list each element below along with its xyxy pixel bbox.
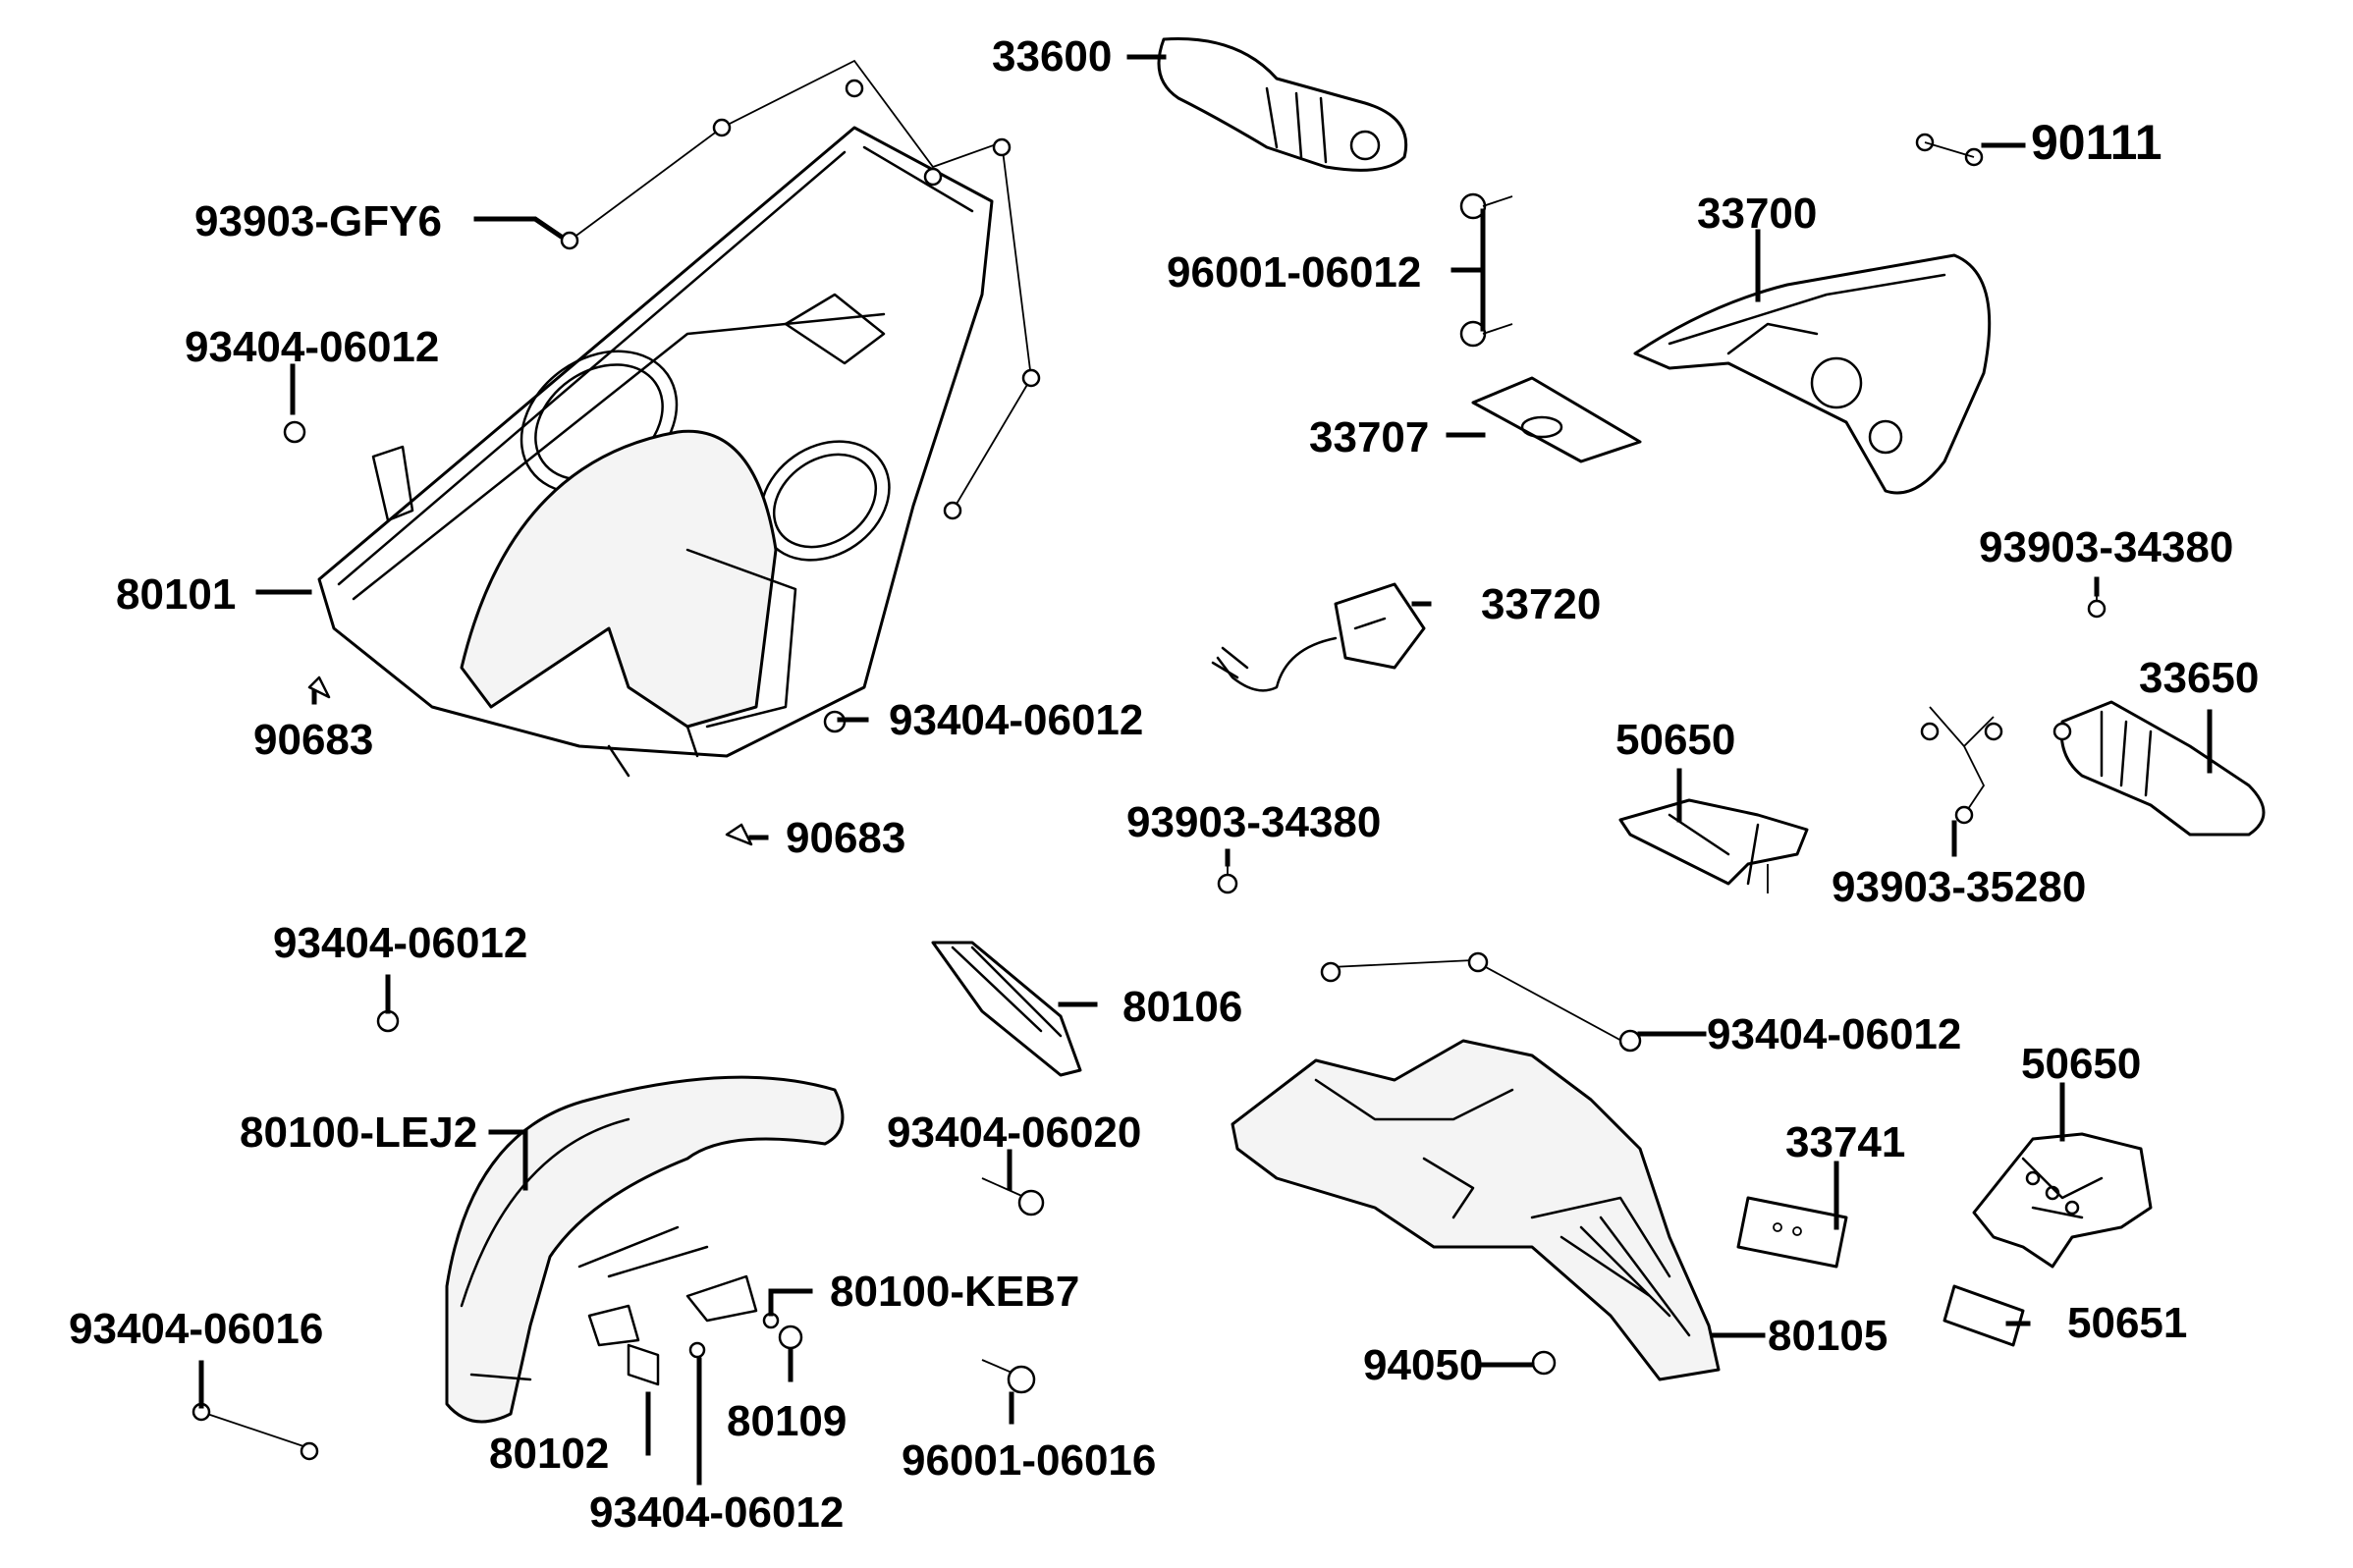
screws-93903-35280 [1920, 706, 2003, 825]
label-33741: 33741 [1785, 1118, 1905, 1166]
label-96001-06012: 96001-06012 [1167, 248, 1421, 297]
bolts-96001-06012 [1459, 192, 1513, 348]
label-33707: 33707 [1309, 413, 1429, 461]
nuts-93404-06012-right [1320, 951, 1642, 1053]
label-80105: 80105 [1768, 1312, 1888, 1360]
tail-light-33700 [1633, 253, 1992, 495]
label-80102: 80102 [489, 1430, 609, 1478]
screw-93903-34380-center [1217, 864, 1238, 894]
gasket-33707 [1471, 376, 1642, 463]
bracket-50650-lower [1972, 1132, 2153, 1269]
clip-90683-center [725, 823, 753, 846]
label-50650-a: 50650 [1615, 716, 1735, 764]
license-light-33720 [1211, 582, 1426, 692]
bolt-93404-06020 [981, 1177, 1045, 1217]
label-80100-keb7: 80100-KEB7 [830, 1268, 1079, 1316]
label-33700: 33700 [1697, 189, 1817, 238]
leader-lines [198, 54, 2213, 1486]
screws-90111 [1915, 133, 1984, 167]
label-33600: 33600 [992, 32, 1112, 81]
label-93404-06016: 93404-06016 [69, 1305, 323, 1353]
nut-93404-06012-left-mid [376, 1009, 400, 1033]
label-50651: 50651 [2067, 1299, 2187, 1347]
label-93404-06020: 93404-06020 [887, 1108, 1141, 1157]
screws-93404-06016 [192, 1402, 319, 1461]
screw-set-93903-gfy6 [560, 59, 1041, 520]
clip-90683-left [307, 676, 331, 699]
nut-94050 [1531, 1350, 1557, 1376]
label-90683-a: 90683 [253, 716, 373, 764]
screw-93404-06012-lower [688, 1341, 706, 1359]
rear-fender-80105 [1231, 1039, 1721, 1381]
plate-50651 [1943, 1284, 2025, 1347]
label-93404-06012-d: 93404-06012 [1707, 1010, 1961, 1058]
label-93903-34380-b: 93903-34380 [1126, 798, 1381, 846]
bracket-50650-upper [1618, 798, 1809, 893]
nut-93404-06012-left [283, 420, 306, 444]
label-93404-06012-c: 93404-06012 [273, 919, 527, 967]
turn-signal-33600 [1157, 37, 1408, 172]
label-93404-06012-e: 93404-06012 [589, 1488, 844, 1537]
part-labels: 33600 90111 93903-GFY6 33700 96001-06012… [69, 32, 2259, 1537]
washer-80109 [778, 1325, 803, 1350]
clip-80102 [627, 1343, 660, 1386]
label-80106: 80106 [1122, 983, 1242, 1031]
label-33650: 33650 [2139, 654, 2259, 702]
bolt-96001-06016 [981, 1359, 1036, 1394]
label-50650-b: 50650 [2021, 1040, 2141, 1088]
label-93903-gfy6: 93903-GFY6 [194, 197, 442, 245]
label-90683-b: 90683 [786, 814, 905, 862]
label-93404-06012-b: 93404-06012 [889, 696, 1143, 744]
label-33720: 33720 [1481, 580, 1601, 628]
label-90111: 90111 [2031, 115, 2162, 170]
label-80101: 80101 [116, 570, 236, 619]
label-93903-35280: 93903-35280 [1832, 863, 2086, 911]
front-fender-80100-lej2 [445, 1075, 845, 1424]
label-80109: 80109 [727, 1397, 847, 1445]
reflector-80106 [931, 941, 1082, 1077]
label-93903-34380-a: 93903-34380 [1979, 523, 2233, 571]
rear-under-cover-80101 [317, 126, 994, 778]
plate-33741 [1736, 1196, 1848, 1269]
turn-signal-33650 [2052, 700, 2266, 837]
label-80100-lej2: 80100-LEJ2 [240, 1108, 477, 1157]
label-96001-06016: 96001-06016 [902, 1436, 1156, 1485]
label-94050: 94050 [1363, 1341, 1483, 1389]
label-93404-06012-a: 93404-06012 [185, 323, 439, 371]
